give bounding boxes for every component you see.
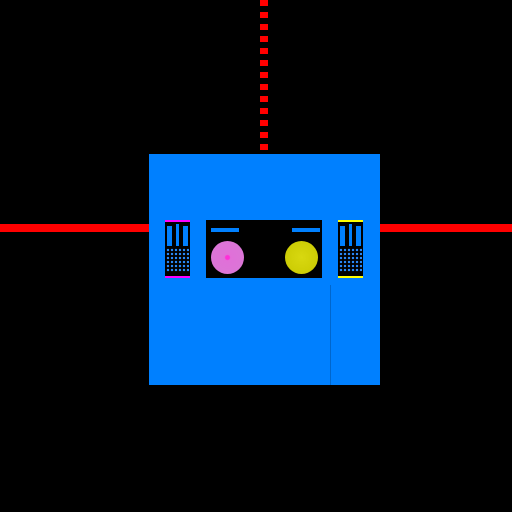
left-pod-accent-top — [165, 220, 190, 222]
right-pod-stem — [349, 224, 352, 246]
left-slot-bar — [211, 228, 239, 232]
right-pod-accent-bottom — [338, 276, 363, 278]
left-pod-bar — [167, 226, 172, 246]
right-pod-bar-right — [356, 226, 361, 246]
left-pod[interactable] — [165, 220, 190, 278]
right-pod-bar — [340, 226, 345, 246]
left-pod-stem — [176, 224, 179, 246]
left-pod-accent-bottom — [165, 276, 190, 278]
left-pod-dot-grid — [166, 248, 189, 272]
right-pod-dot-grid — [339, 248, 362, 272]
vertical-dashed-laser — [260, 0, 268, 152]
right-slot-bar — [292, 228, 320, 232]
board-divider — [330, 285, 331, 385]
right-pod-accent-top — [338, 220, 363, 222]
right-pod[interactable] — [338, 220, 363, 278]
yellow-orb-icon[interactable] — [285, 241, 318, 274]
horizontal-laser-left — [0, 224, 150, 232]
horizontal-laser-right — [379, 224, 512, 232]
center-pod — [206, 220, 322, 278]
pink-orb-icon[interactable] — [211, 241, 244, 274]
left-pod-bar-right — [183, 226, 188, 246]
